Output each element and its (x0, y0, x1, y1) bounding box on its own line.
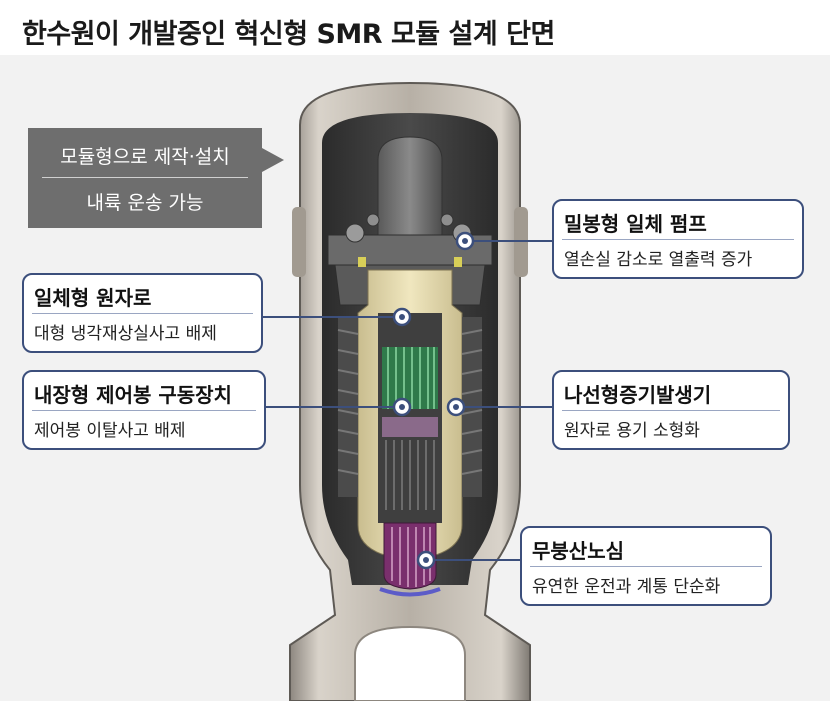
callout-steam-generator-desc: 원자로 용기 소형화 (564, 421, 700, 441)
callout-boron-free-core-title: 무붕산노심 (532, 539, 624, 563)
callout-integral-reactor: 일체형 원자로 대형 냉각재상실사고 배제 (22, 273, 263, 353)
callout-crdm: 내장형 제어봉 구동장치 제어봉 이탈사고 배제 (22, 370, 266, 450)
callout-sealed-pump: 밀봉형 일체 펌프 열손실 감소로 열출력 증가 (552, 199, 804, 279)
leader-lines (262, 240, 552, 561)
transport-label: 내륙 운송 가능 (86, 192, 204, 214)
callout-crdm-title: 내장형 제어봉 구동장치 (34, 383, 232, 407)
lower-skirt (354, 625, 466, 701)
callout-sealed-pump-title: 밀봉형 일체 펌프 (564, 212, 707, 236)
smr-vessel-cutaway (262, 81, 552, 701)
callout-steam-generator-title: 나선형증기발생기 (564, 383, 712, 407)
modular-divider (42, 177, 248, 178)
callout-sealed-pump-desc: 열손실 감소로 열출력 증가 (564, 250, 753, 270)
callout-integral-reactor-title: 일체형 원자로 (34, 286, 152, 310)
callout-boron-free-core-desc: 유연한 운전과 계통 단순화 (532, 577, 721, 597)
shell-flange-left (292, 207, 306, 277)
callout-steam-generator: 나선형증기발생기 원자로 용기 소형화 (552, 370, 790, 450)
pump-left (345, 223, 365, 243)
callout-boron-free-core: 무붕산노심 유연한 운전과 계통 단순화 (520, 526, 772, 606)
callout-crdm-desc: 제어봉 이탈사고 배제 (34, 421, 186, 441)
callout-integral-reactor-desc: 대형 냉각재상실사고 배제 (34, 324, 217, 344)
control-rod-assemblies (382, 347, 438, 437)
reactor-core (383, 522, 437, 590)
page-title: 한수원이 개발중인 혁신형 SMR 모듈 설계 단면 (22, 19, 555, 50)
modular-transport-box: 모듈형으로 제작·설치 내륙 운송 가능 (28, 128, 262, 228)
modular-label: 모듈형으로 제작·설치 (60, 146, 230, 168)
modular-pointer-arrow (262, 148, 284, 172)
crdm-dome (377, 136, 443, 246)
